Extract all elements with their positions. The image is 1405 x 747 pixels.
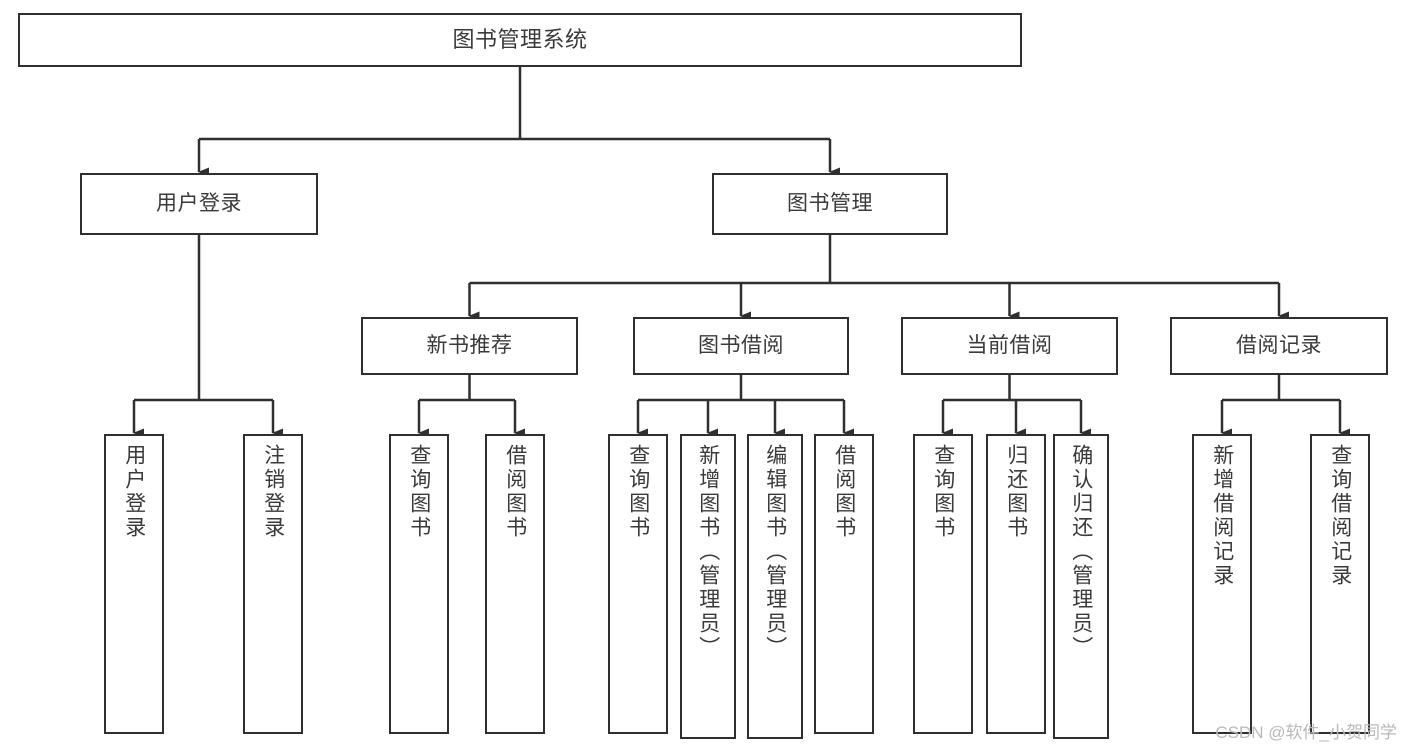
node-label: 新增图书（管理员） (696, 444, 720, 660)
node-label: 图书借阅 (698, 334, 784, 358)
diagram-node-records: 借阅记录 (1170, 317, 1388, 375)
diagram-node-leaf11: 确认归还（管理员） (1053, 434, 1109, 739)
diagram-node-leaf3: 查询图书 (389, 434, 449, 734)
diagram-node-borrow: 图书借阅 (633, 317, 849, 375)
diagram-node-leaf13: 查询借阅记录 (1310, 434, 1370, 734)
node-label: 编辑图书（管理员） (763, 444, 787, 660)
node-label: 当前借阅 (966, 334, 1053, 358)
node-label: 查询图书 (931, 444, 955, 540)
diagram-node-leaf1: 用户登录 (104, 434, 164, 734)
node-label: 借阅图书 (503, 444, 527, 540)
watermark-text: CSDN @软件_小贺同学 (1215, 723, 1397, 742)
diagram-node-login: 用户登录 (80, 173, 318, 235)
node-label: 借阅图书 (832, 444, 856, 540)
node-label: 新书推荐 (426, 334, 513, 358)
node-label: 新增借阅记录 (1210, 444, 1234, 588)
node-label: 查询图书 (407, 444, 431, 540)
diagram-node-root: 图书管理系统 (18, 13, 1022, 67)
diagram-node-leaf6: 新增图书（管理员） (680, 434, 736, 739)
node-label: 用户登录 (122, 444, 146, 540)
diagram-node-leaf5: 查询图书 (608, 434, 668, 734)
node-label: 借阅记录 (1236, 334, 1322, 358)
diagram-node-leaf7: 编辑图书（管理员） (747, 434, 803, 739)
diagram-node-newbook: 新书推荐 (361, 317, 578, 375)
diagram-node-bookmgmt: 图书管理 (712, 173, 948, 235)
diagram-node-leaf9: 查询图书 (913, 434, 973, 734)
node-label: 图书管理系统 (452, 26, 588, 52)
node-label: 图书管理 (787, 192, 873, 216)
diagram-node-leaf12: 新增借阅记录 (1192, 434, 1252, 734)
node-label: 查询借阅记录 (1328, 444, 1352, 588)
node-label: 确认归还（管理员） (1069, 444, 1093, 660)
diagram-node-leaf4: 借阅图书 (485, 434, 545, 734)
diagram-node-leaf8: 借阅图书 (814, 434, 874, 734)
node-label: 归还图书 (1004, 444, 1028, 540)
diagram-node-leaf10: 归还图书 (986, 434, 1046, 734)
diagram-node-leaf2: 注销登录 (243, 434, 303, 734)
node-label: 用户登录 (156, 192, 242, 216)
node-label: 查询图书 (626, 444, 650, 540)
diagram-node-current: 当前借阅 (901, 317, 1118, 375)
node-label: 注销登录 (261, 444, 285, 540)
